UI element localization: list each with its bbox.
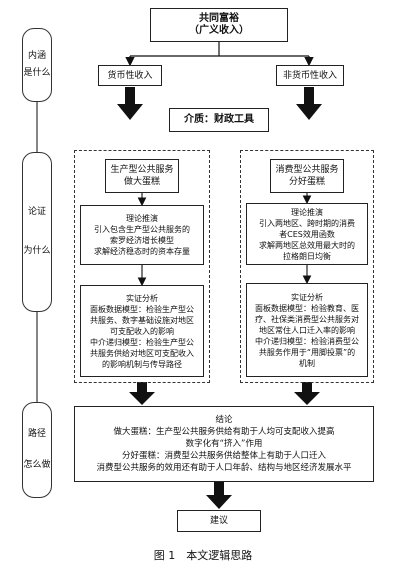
nonmonetary-income-box: 非货币性收入 [276,65,344,86]
side-label-why: 论证 为什么 [22,152,52,312]
right-dashed-frame [240,150,374,383]
left-empirical-box: 实证分析 面板数据模型：检验生产型公 共服务、数字基础设施对地区 可支配收入的影… [80,285,204,377]
side-why-line1: 论证 [27,207,46,217]
thick-arrow-conclusion-right [294,382,320,405]
thick-arrow-right [296,87,322,120]
top-title: 共同富裕 [199,13,239,24]
consumption-service-box: 消费型公共服务 分好蛋糕 [270,159,344,193]
production-service-box: 生产型公共服务 做大蛋糕 [105,159,179,193]
right-empirical-box: 实证分析 面板数据模型：检验教育、医 疗、社保类消费型公共服务对 地区常住人口迁… [246,283,368,377]
top-subtitle: （广义收入） [189,25,249,36]
fiscal-tool-box: 介质：财政工具 [169,108,269,132]
right-theory-box: 理论推演 引入两地区、跨时期的消费 者CES效用函数 求解两地区总效用最大时的 … [246,203,368,265]
figure-caption: 图 1 本文逻辑思路 [153,549,253,562]
side-how-line1: 路径 [27,429,46,439]
thick-arrow-conclusion-left [129,382,155,405]
side-how-line2: 怎么做 [23,460,51,470]
side-label-how: 路径 怎么做 [22,402,52,498]
conclusion-box: 结论 做大蛋糕：生产型公共服务供给有助于人均可支配收入提高 数字化有“挤入”作用… [74,406,374,482]
side-what-line1: 内涵 [27,51,46,61]
left-theory-box: 理论推演 引入包含生产型公共服务的 索罗经济增长模型 求解经济稳态时的资本存量 [80,205,204,265]
conclusion-title: 结论 [215,415,233,425]
suggestion-box: 建议 [177,510,261,532]
left-dashed-frame [74,150,210,383]
side-what-line2: 是什么 [23,68,51,78]
side-why-line2: 为什么 [23,246,51,256]
thick-arrow-suggestion [206,482,232,509]
monetary-income-box: 货币性收入 [98,65,162,86]
side-label-what: 内涵 是什么 [22,28,52,102]
thick-arrow-left [117,87,143,120]
common-prosperity-box: 共同富裕 （广义收入） [150,8,288,42]
